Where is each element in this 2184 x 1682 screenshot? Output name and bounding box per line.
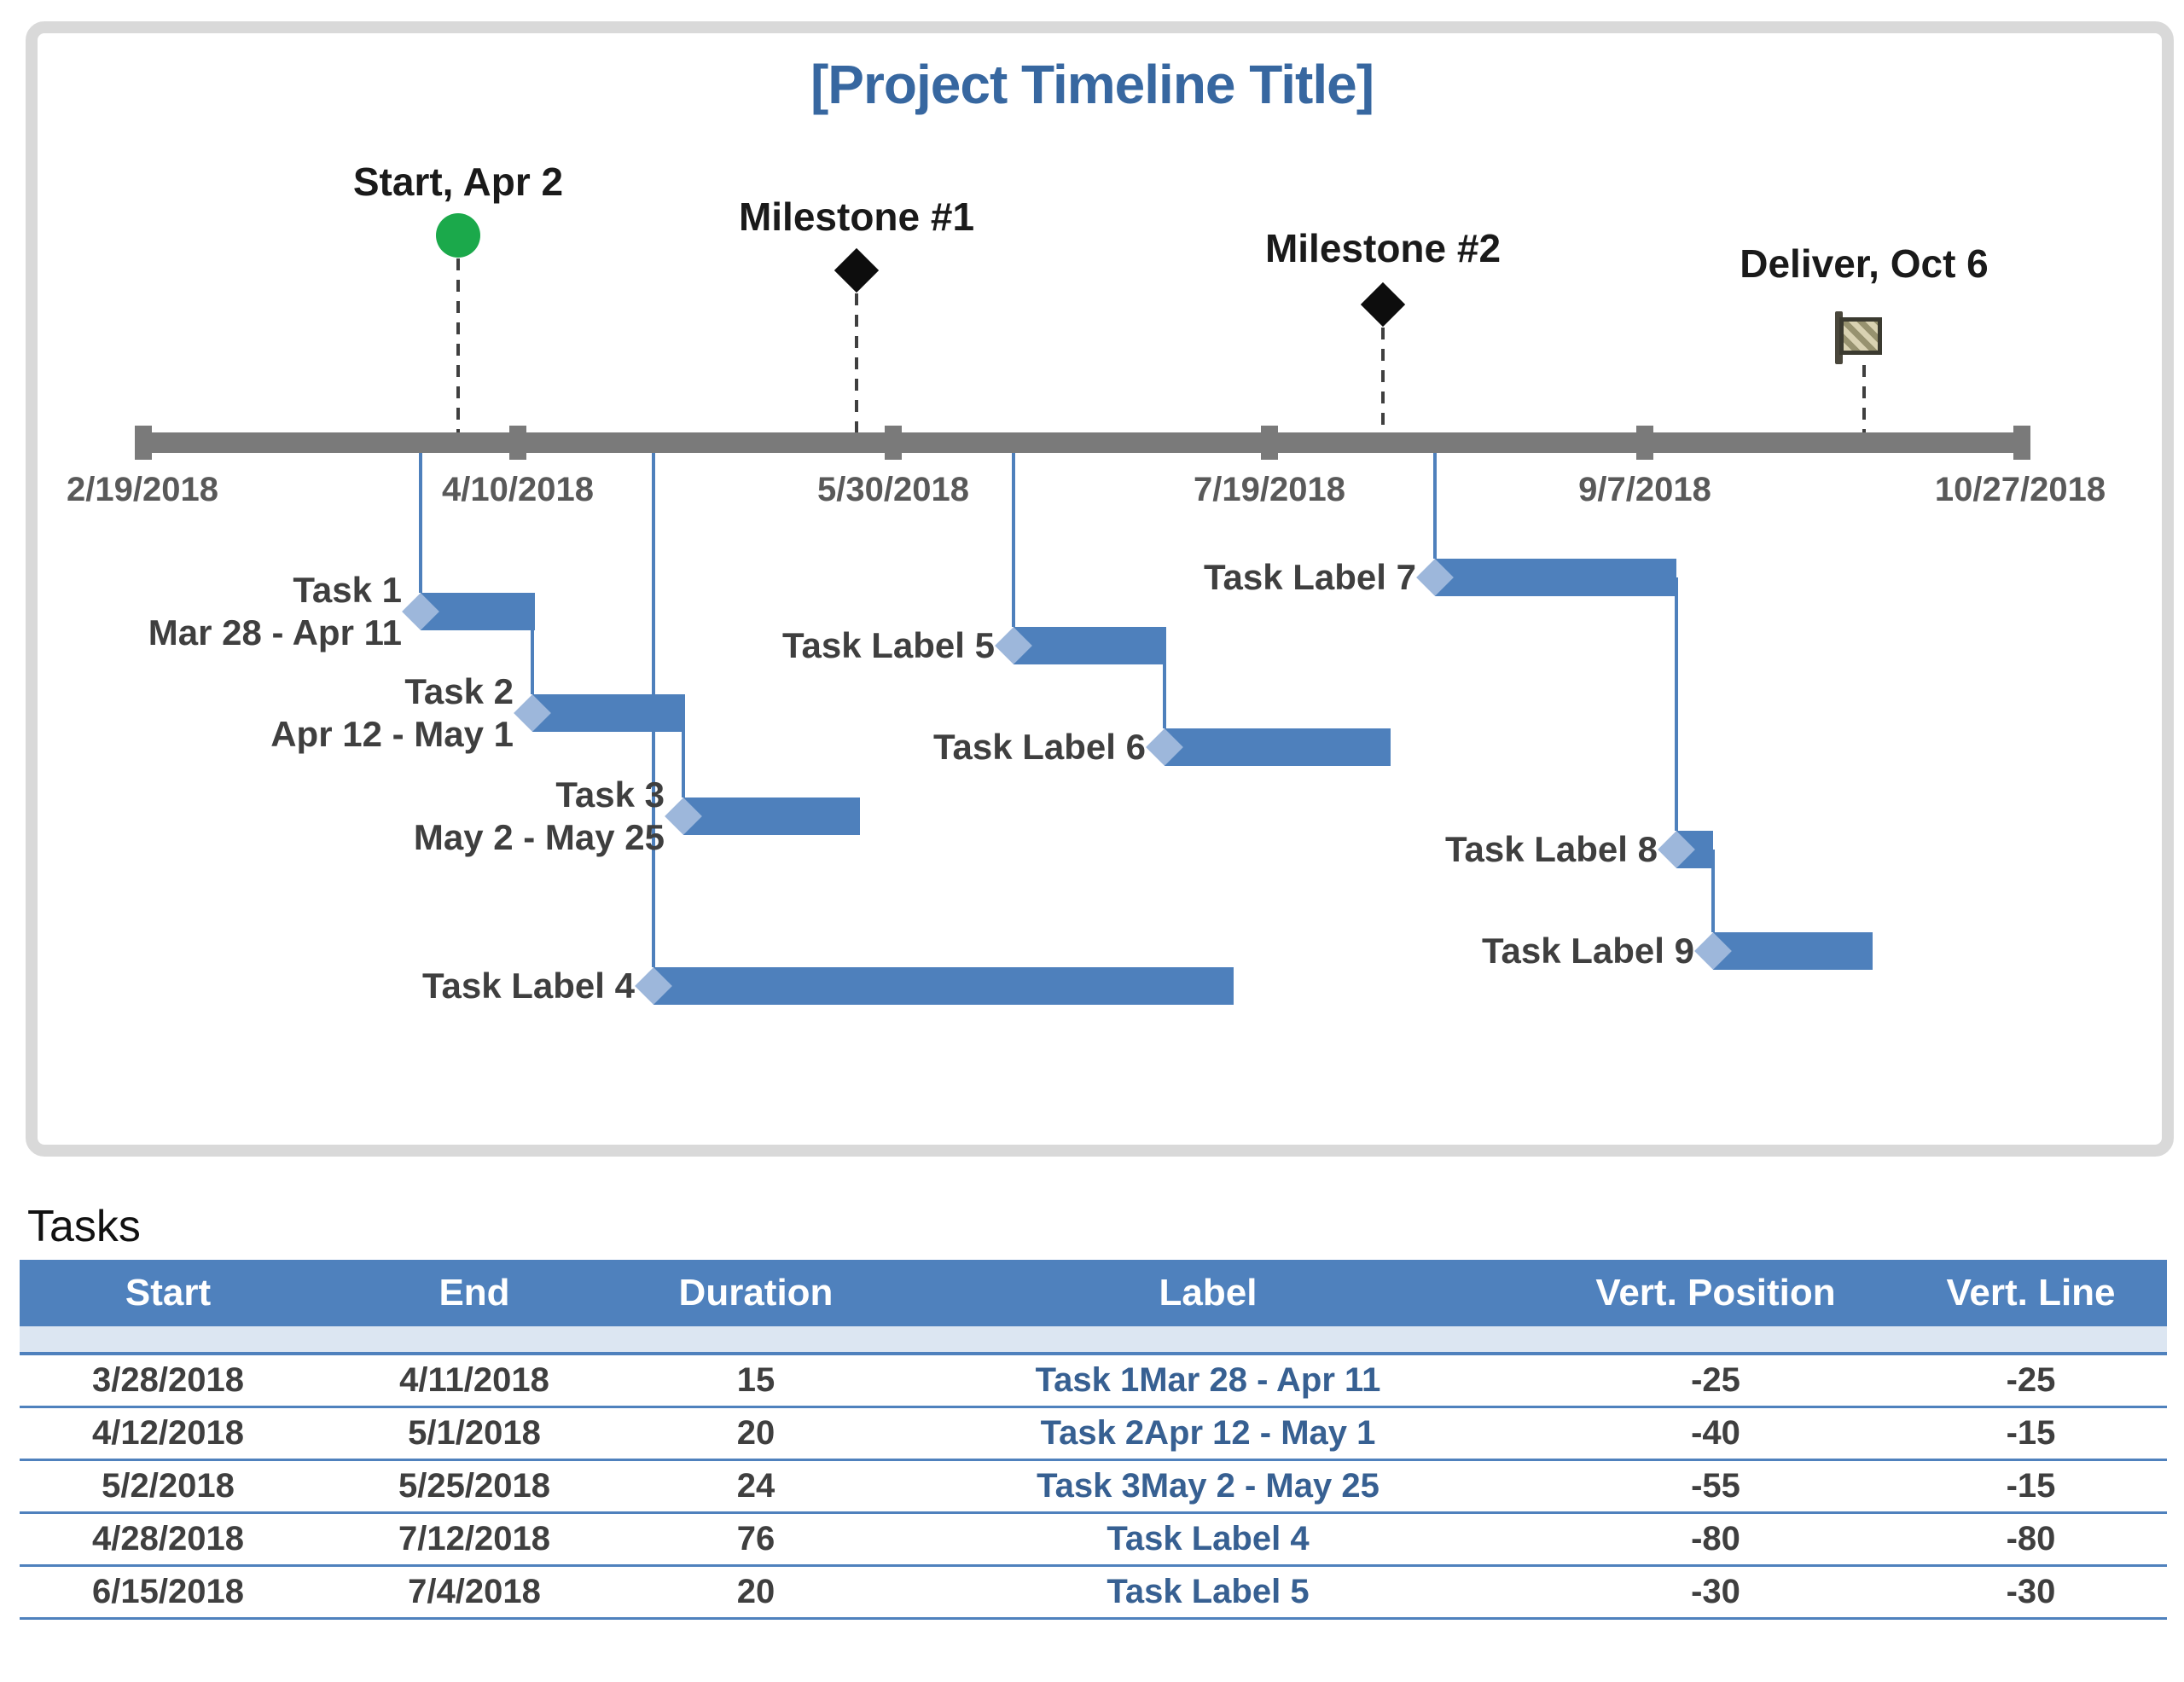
axis-date-label: 7/19/2018: [1194, 471, 1345, 508]
table-cell[interactable]: -80: [1691, 1520, 1740, 1557]
milestone-diamond-icon: [834, 247, 880, 293]
table-empty-row: [20, 1326, 2167, 1355]
task-leader-line: [419, 453, 422, 593]
table-row: 6/15/2018 7/4/2018 20 Task Label 5 -30 -30: [20, 1567, 2167, 1620]
axis-tick: [1636, 426, 1653, 460]
chart-title[interactable]: [Project Timeline Title]: [810, 54, 1374, 115]
table-header-row: Start End Duration Label Vert. Position Vert.…: [20, 1260, 2167, 1326]
axis-date-label: 5/30/2018: [817, 471, 969, 508]
table-cell[interactable]: -30: [2006, 1573, 2056, 1610]
table-cell[interactable]: Task Label 5: [1107, 1573, 1310, 1610]
axis-tick: [1261, 426, 1278, 460]
axis-date-label: 10/27/2018: [1934, 471, 2106, 508]
table-cell[interactable]: 4/11/2018: [399, 1361, 549, 1399]
milestone-leader-dashed-line: [456, 258, 460, 432]
table-cell[interactable]: Task Label 4: [1107, 1520, 1310, 1557]
start-milestone-circle-icon: [436, 213, 480, 258]
flag-pole: [1835, 311, 1843, 364]
table-row: 5/2/2018 5/25/2018 24 Task 3May 2 - May 25 -…: [20, 1461, 2167, 1514]
task-leader-line: [1675, 577, 1678, 831]
tasks-section-heading: Tasks: [27, 1202, 141, 1251]
table-cell[interactable]: -25: [2006, 1361, 2056, 1399]
table-header-cell: Duration: [678, 1272, 834, 1314]
table-cell[interactable]: -25: [1691, 1361, 1740, 1399]
table-cell[interactable]: -15: [2006, 1467, 2056, 1505]
table-row: 4/12/2018 5/1/2018 20 Task 2Apr 12 - May 1 -…: [20, 1408, 2167, 1461]
table-cell[interactable]: -15: [2006, 1414, 2056, 1452]
table-cell[interactable]: -30: [1691, 1573, 1740, 1610]
table-header-cell: Label: [1159, 1272, 1258, 1314]
task-leader-line: [1433, 453, 1437, 559]
table-cell[interactable]: 4/12/2018: [92, 1414, 244, 1452]
table-cell[interactable]: 20: [736, 1573, 775, 1610]
task-bar: [1014, 627, 1166, 664]
axis-date-label: 2/19/2018: [67, 471, 218, 508]
table-row: 4/28/2018 7/12/2018 76 Task Label 4 -80 -80: [20, 1514, 2167, 1567]
task-bar: [421, 593, 535, 630]
task-label: Task Label 6: [932, 727, 1146, 767]
table-cell[interactable]: 24: [736, 1467, 775, 1505]
task-label: Task 2 Apr 12 - May 1: [270, 671, 514, 754]
task-leader-line: [1711, 850, 1715, 932]
tasks-table: Start End Duration Label Vert. Position Vert.…: [20, 1260, 2167, 1620]
timeline-axis-bar: [135, 432, 2030, 453]
task-label: Task Label 7: [1203, 557, 1416, 597]
deliver-flag-icon: [1835, 309, 1891, 367]
task-label: Task Label 9: [1481, 931, 1694, 971]
table-cell[interactable]: 15: [736, 1361, 775, 1399]
task-label: Task Label 4: [421, 966, 635, 1006]
axis-date-label: 9/7/2018: [1578, 471, 1711, 508]
table-cell[interactable]: 6/15/2018: [92, 1573, 244, 1610]
axis-tick: [509, 426, 526, 460]
table-cell[interactable]: 5/1/2018: [408, 1414, 541, 1452]
task-leader-line: [682, 715, 685, 798]
timeline-chart: [Project Timeline Title] Task 1 Mar 28 -…: [67, 54, 2106, 1006]
task-leader-line: [1163, 646, 1166, 728]
table-cell[interactable]: 3/28/2018: [92, 1361, 244, 1399]
table-header-cell: Vert. Position: [1595, 1272, 1836, 1314]
milestone-leader-dashed-line: [1381, 328, 1385, 432]
milestone-label: Start, Apr 2: [352, 160, 564, 204]
flag-canvas: [1839, 317, 1882, 355]
milestone-leader-dashed-line: [855, 293, 858, 432]
milestone-leader-dashed-line: [1862, 365, 1866, 432]
table-cell[interactable]: Task 3May 2 - May 25: [1037, 1467, 1380, 1505]
task-leader-line: [531, 612, 534, 694]
milestone-diamond-icon: [1360, 281, 1406, 328]
table-cell[interactable]: 76: [736, 1520, 775, 1557]
milestone-label: Milestone #2: [1264, 226, 1502, 270]
milestone-label: Milestone #1: [738, 194, 975, 239]
task-bar: [653, 967, 1234, 1005]
task-bar: [532, 694, 685, 732]
table-cell[interactable]: -40: [1691, 1414, 1740, 1452]
table-header-cell: Start: [125, 1272, 212, 1314]
axis-end-cap: [2013, 426, 2030, 460]
task-leader-line: [1012, 453, 1015, 627]
table-header-cell: End: [439, 1272, 510, 1314]
task-bar: [1713, 932, 1873, 970]
task-bar: [1165, 728, 1391, 766]
table-header-cell: Vert. Line: [1946, 1272, 2116, 1314]
task-bar: [683, 798, 860, 835]
task-bar: [1435, 559, 1676, 596]
table-cell[interactable]: 4/28/2018: [92, 1520, 244, 1557]
task-label: Task 1 Mar 28 - Apr 11: [148, 570, 402, 652]
table-cell[interactable]: 7/4/2018: [408, 1573, 541, 1610]
table-cell[interactable]: Task 2Apr 12 - May 1: [1040, 1414, 1376, 1452]
task-label: Task 3 May 2 - May 25: [413, 774, 665, 857]
table-cell[interactable]: 20: [736, 1414, 775, 1452]
axis-end-cap: [135, 426, 152, 460]
task-label: Task Label 5: [781, 625, 995, 665]
table-cell[interactable]: -55: [1691, 1467, 1740, 1505]
table-cell[interactable]: 5/2/2018: [102, 1467, 235, 1505]
table-cell[interactable]: 5/25/2018: [398, 1467, 550, 1505]
axis-tick: [885, 426, 902, 460]
task-label: Task Label 8: [1444, 829, 1658, 869]
milestone-label: Deliver, Oct 6: [1740, 241, 1989, 286]
table-row: 3/28/2018 4/11/2018 15 Task 1Mar 28 - Apr 1…: [20, 1355, 2167, 1408]
table-cell[interactable]: Task 1Mar 28 - Apr 11: [1035, 1361, 1381, 1399]
axis-date-label: 4/10/2018: [442, 471, 594, 508]
table-cell[interactable]: -80: [2006, 1520, 2056, 1557]
table-cell[interactable]: 7/12/2018: [398, 1520, 550, 1557]
